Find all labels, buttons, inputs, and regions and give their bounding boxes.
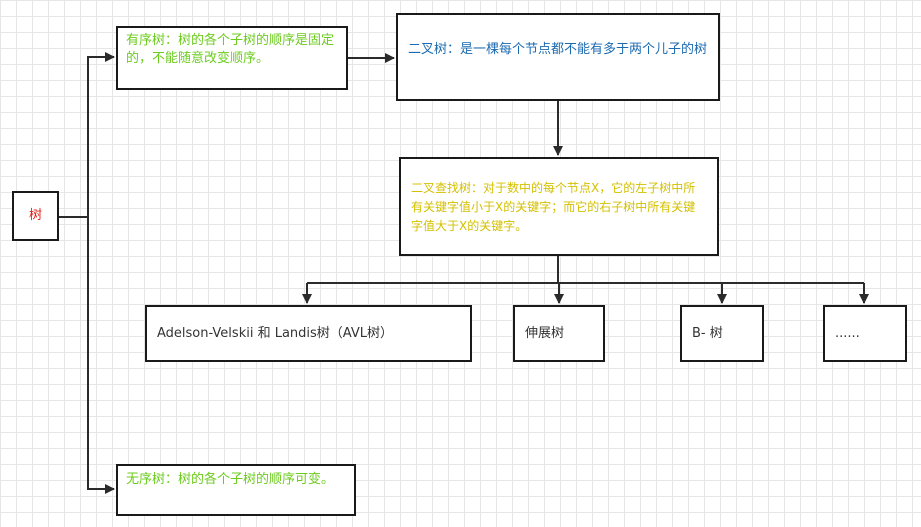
- node-ordered-tree-label: 有序树：树的各个子树的顺序是固定的，不能随意改变顺序。: [126, 33, 335, 66]
- node-binary-search-tree-label: 二叉查找树：对于数中的每个节点X，它的左子树中所有关键字值小于X的关键字；而它的…: [411, 181, 696, 233]
- node-tree-root-label: 树: [28, 208, 42, 223]
- node-b-tree-label: B- 树: [692, 325, 723, 341]
- node-unordered-tree-label: 无序树：树的各个子树的顺序可变。: [126, 472, 335, 487]
- node-more: ......: [823, 305, 907, 362]
- node-binary-tree-label: 二叉树：是一棵每个节点都不能有多于两个儿子的树: [408, 42, 708, 57]
- node-splay-tree: 伸展树: [513, 305, 605, 362]
- node-binary-search-tree: 二叉查找树：对于数中的每个节点X，它的左子树中所有关键字值小于X的关键字；而它的…: [399, 157, 719, 256]
- node-tree-root: 树: [12, 191, 59, 241]
- node-b-tree: B- 树: [680, 305, 764, 362]
- node-unordered-tree: 无序树：树的各个子树的顺序可变。: [116, 464, 356, 516]
- node-binary-tree: 二叉树：是一棵每个节点都不能有多于两个儿子的树: [396, 13, 720, 101]
- edge-root-to-unordered: [87, 217, 115, 494]
- node-more-label: ......: [835, 325, 860, 341]
- node-avl-tree: Adelson-Velskii 和 Landis树（AVL树）: [145, 305, 472, 362]
- node-splay-tree-label: 伸展树: [525, 325, 565, 341]
- node-avl-tree-label: Adelson-Velskii 和 Landis树（AVL树）: [157, 325, 393, 341]
- node-ordered-tree: 有序树：树的各个子树的顺序是固定的，不能随意改变顺序。: [116, 26, 348, 90]
- edge-root-to-ordered: [87, 52, 115, 217]
